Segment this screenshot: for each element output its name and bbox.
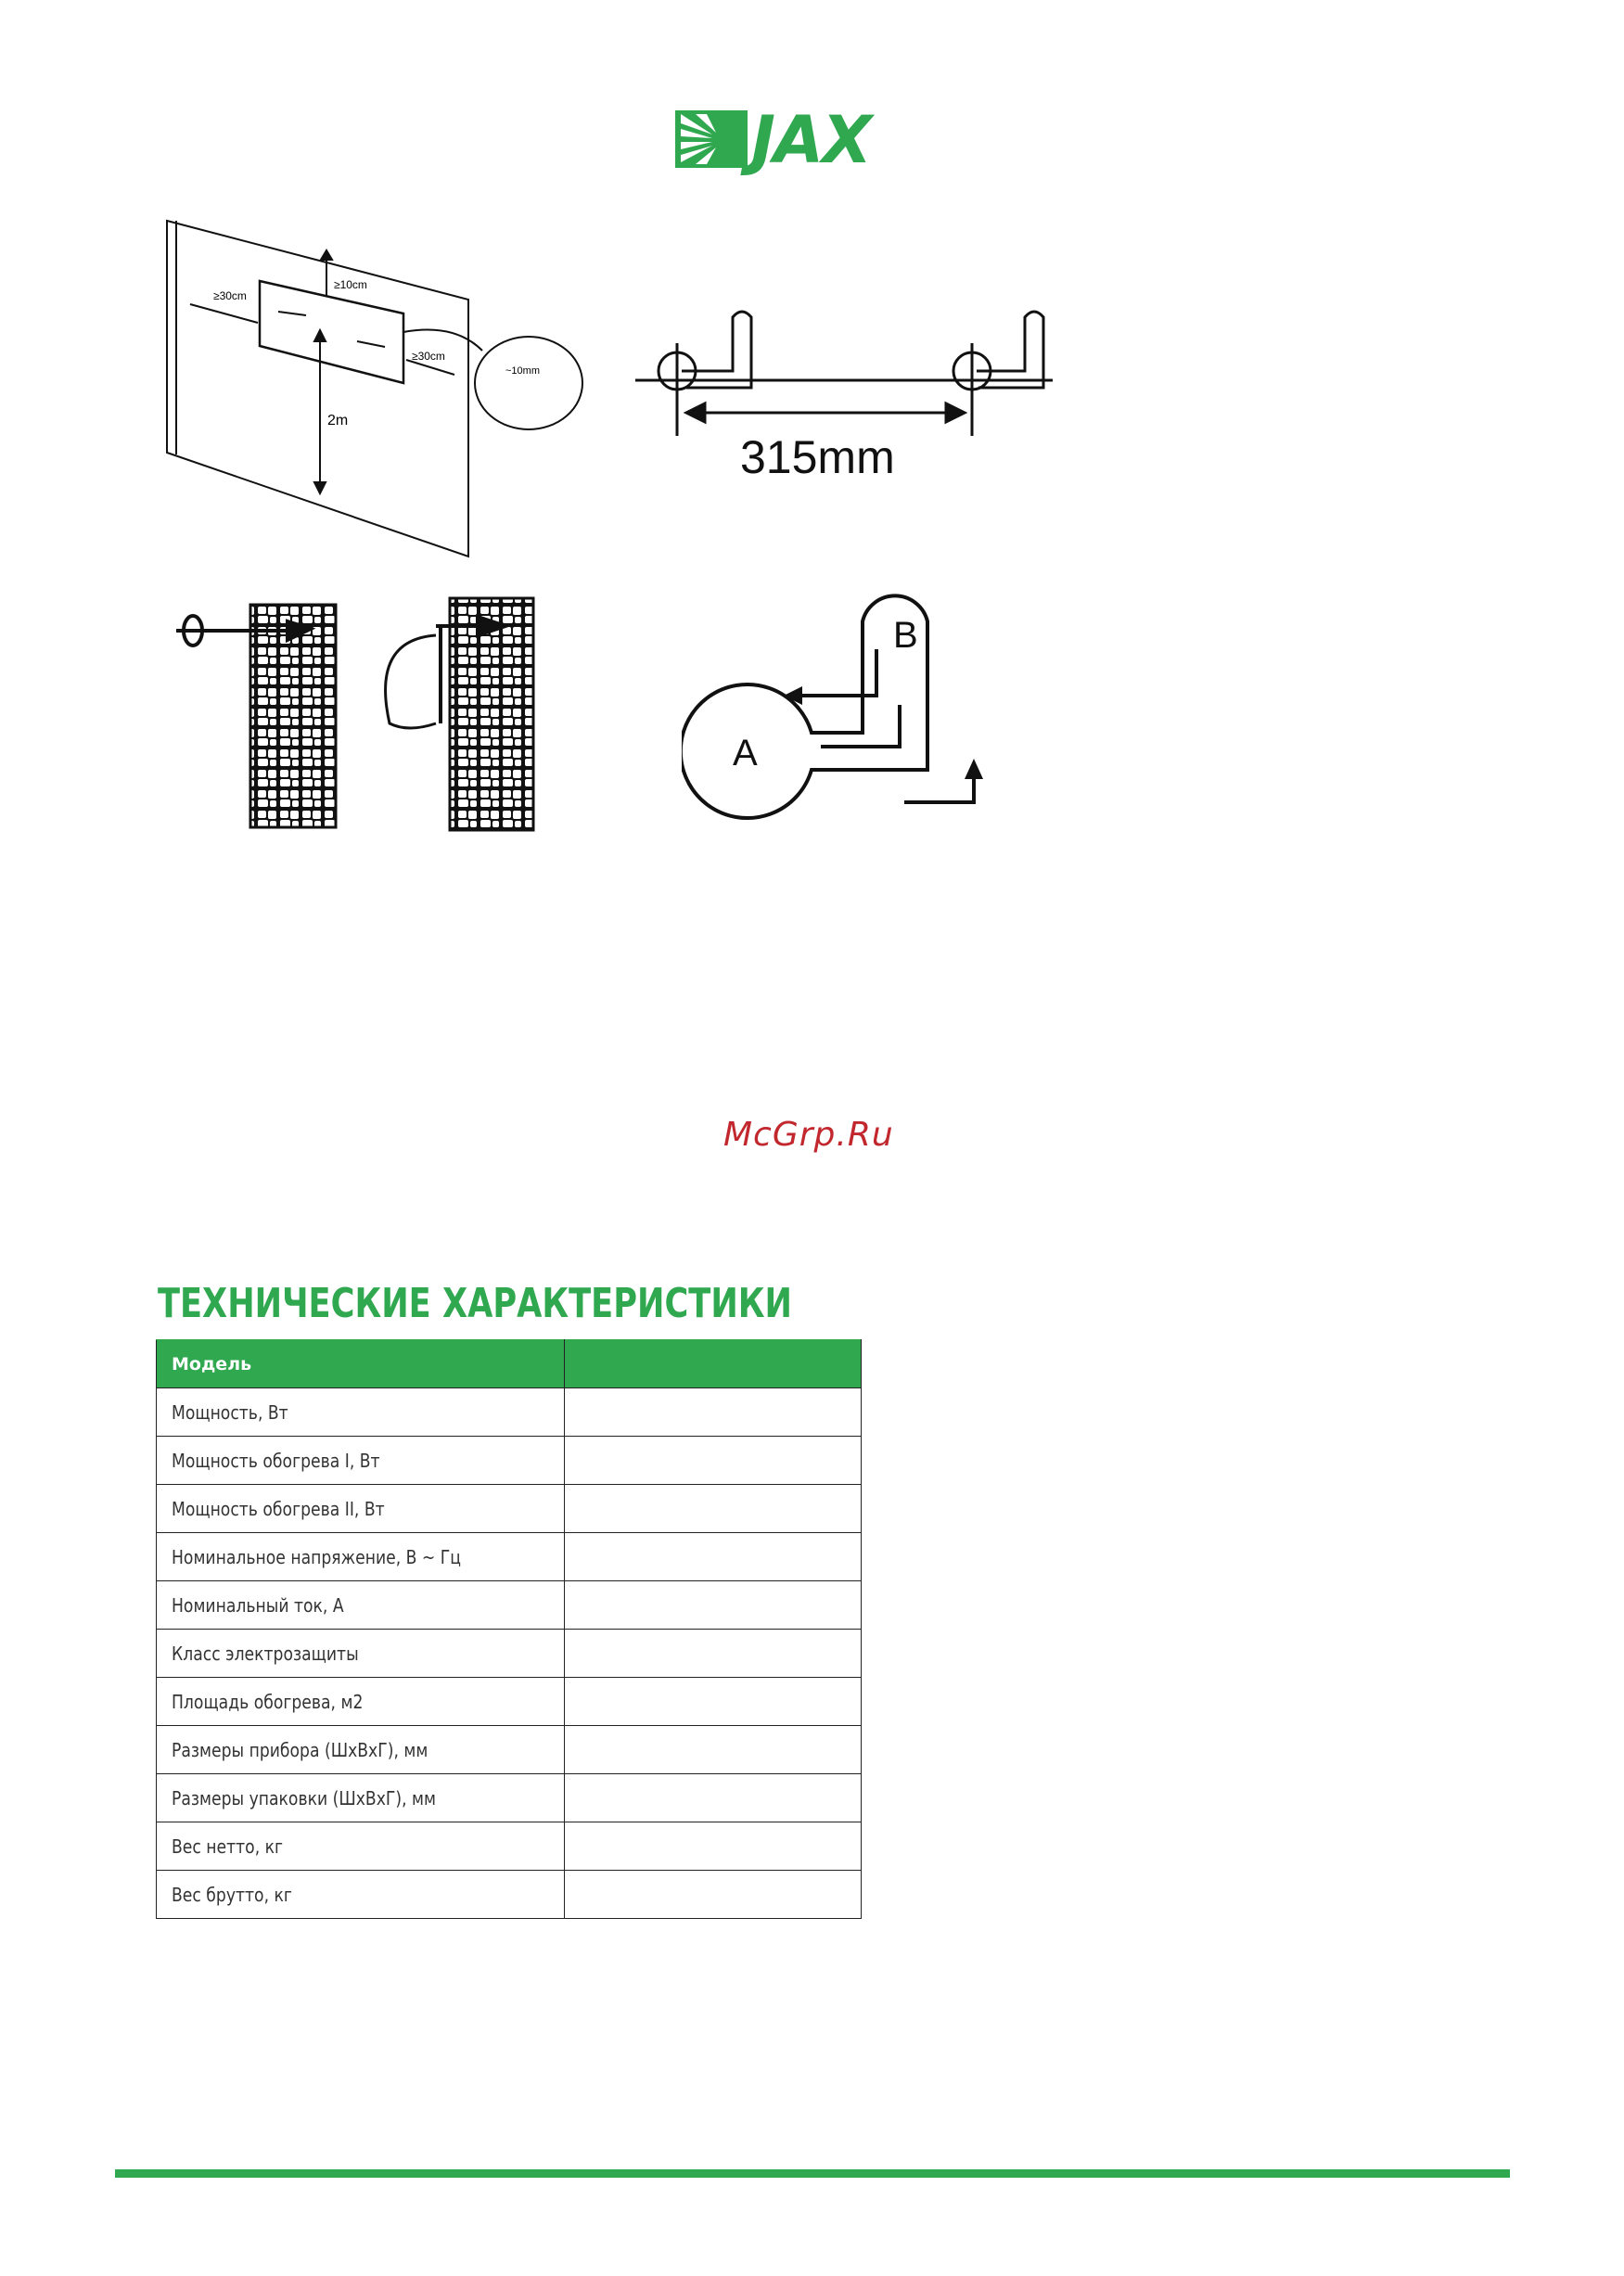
spec-value <box>564 1436 862 1485</box>
spec-value <box>564 1677 862 1726</box>
table-row: Размеры прибора (ШхВхГ), мм <box>156 1725 862 1774</box>
spec-label-cell: Площадь обогрева, м2 <box>156 1677 565 1726</box>
spec-label-cell: Мощность обогрева I, Вт <box>156 1436 565 1485</box>
table-row: Мощность обогрева II, Вт <box>156 1484 862 1533</box>
spec-value <box>564 1387 862 1437</box>
spec-value <box>564 1822 862 1871</box>
spec-table: Модель Мощность, Вт Мощность обогрева I, … <box>156 1339 862 1919</box>
spec-label: Мощность обогрева I, Вт <box>172 1449 380 1472</box>
screw-clearance-label: ~10mm <box>505 365 540 377</box>
drilling-diagram <box>176 596 535 832</box>
height-label: 2m <box>327 413 348 428</box>
spec-header-row: Модель <box>156 1339 862 1388</box>
table-row: Мощность, Вт <box>156 1387 862 1437</box>
keyhole-label-a: A <box>733 733 758 774</box>
bracket-distance-diagram: 315mm <box>635 310 1053 483</box>
logo-rays-icon <box>675 110 748 168</box>
spec-label-cell: Размеры прибора (ШхВхГ), мм <box>156 1725 565 1774</box>
bracket-distance-label: 315mm <box>740 431 895 483</box>
spec-value <box>564 1629 862 1678</box>
table-row: Номинальный ток, А <box>156 1580 862 1630</box>
spec-value <box>564 1484 862 1533</box>
specs-heading: ТЕХНИЧЕСКИЕ ХАРАКТЕРИСТИКИ <box>158 1280 793 1327</box>
table-row: Площадь обогрева, м2 <box>156 1677 862 1726</box>
spec-header-value <box>564 1339 862 1388</box>
spec-label-cell: Номинальное напряжение, В ~ Гц <box>156 1532 565 1581</box>
table-row: Мощность обогрева I, Вт <box>156 1436 862 1485</box>
spec-value <box>564 1580 862 1630</box>
table-row: Класс электрозащиты <box>156 1629 862 1678</box>
spec-value <box>564 1725 862 1774</box>
spec-label: Вес брутто, кг <box>172 1883 292 1906</box>
spec-label-cell: Размеры упаковки (ШхВхГ), мм <box>156 1773 565 1822</box>
spec-label: Вес нетто, кг <box>172 1835 284 1858</box>
footer-divider <box>115 2169 1510 2178</box>
spec-header-label: Модель <box>156 1339 565 1388</box>
table-row: Вес нетто, кг <box>156 1822 862 1871</box>
table-row: Вес брутто, кг <box>156 1870 862 1919</box>
spec-label-cell: Вес нетто, кг <box>156 1822 565 1871</box>
spec-label: Размеры упаковки (ШхВхГ), мм <box>172 1786 436 1809</box>
spec-label-cell: Мощность обогрева II, Вт <box>156 1484 565 1533</box>
top-clearance-label: ≥10cm <box>334 278 367 291</box>
table-row: Номинальное напряжение, В ~ Гц <box>156 1532 862 1581</box>
spec-label-cell: Номинальный ток, А <box>156 1580 565 1630</box>
spec-value <box>564 1870 862 1919</box>
keyhole-label-b: B <box>893 615 918 656</box>
logo-text: JAX <box>751 102 872 178</box>
spec-label-cell: Мощность, Вт <box>156 1387 565 1437</box>
table-row: Размеры упаковки (ШхВхГ), мм <box>156 1773 862 1822</box>
spec-label: Номинальный ток, А <box>172 1593 344 1617</box>
brand-logo: JAX <box>675 105 953 175</box>
spec-label: Мощность, Вт <box>172 1400 288 1424</box>
spec-value <box>564 1532 862 1581</box>
right-clearance-label: ≥30cm <box>412 350 445 363</box>
spec-value <box>564 1773 862 1822</box>
spec-label-cell: Вес брутто, кг <box>156 1870 565 1919</box>
spec-label: Класс электрозащиты <box>172 1642 359 1665</box>
watermark: McGrp.Ru <box>723 1116 894 1154</box>
spec-label: Мощность обогрева II, Вт <box>172 1497 385 1520</box>
spec-label: Площадь обогрева, м2 <box>172 1690 364 1713</box>
keyhole-diagram: A B <box>682 594 983 820</box>
left-clearance-label: ≥30cm <box>213 289 247 302</box>
spec-label: Размеры прибора (ШхВхГ), мм <box>172 1738 428 1761</box>
spec-label-cell: Класс электрозащиты <box>156 1629 565 1678</box>
wall-mount-diagram: ≥30cm ≥10cm ≥30cm 2m ~10mm <box>166 219 583 558</box>
spec-label: Номинальное напряжение, В ~ Гц <box>172 1545 462 1568</box>
